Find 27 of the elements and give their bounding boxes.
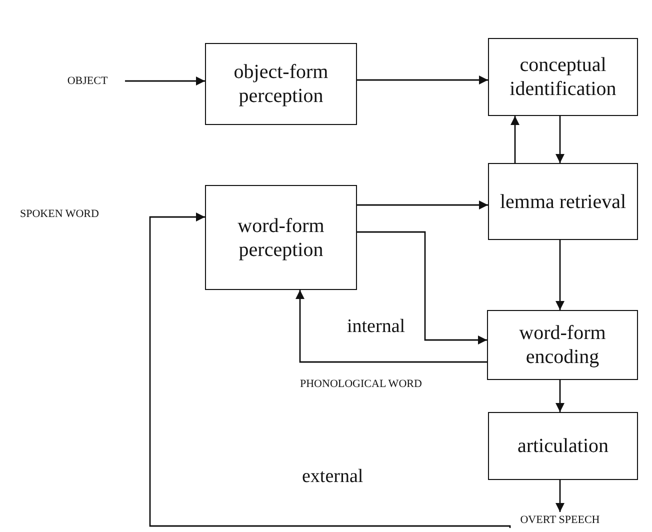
- arrow: [510, 116, 520, 163]
- arrow: [296, 290, 487, 363]
- process-box: [487, 310, 638, 380]
- box-label: lemma retrieval: [500, 190, 626, 214]
- arrow: [357, 200, 488, 210]
- box-label: object-form perception: [232, 60, 330, 108]
- arrow: [556, 380, 564, 412]
- process-box: [488, 163, 638, 240]
- process-box: [205, 43, 357, 125]
- process-box: [488, 38, 638, 116]
- arrow: [357, 76, 488, 84]
- stage-label: SPOKEN WORD: [20, 208, 99, 220]
- process-box: [205, 185, 357, 290]
- box-label: articulation: [517, 434, 609, 458]
- process-box: [488, 412, 638, 480]
- stage-label: OVERT SPEECH: [520, 514, 600, 526]
- arrow: [125, 76, 205, 86]
- arrow: [556, 480, 564, 512]
- arrow: [357, 231, 487, 344]
- arrow: [556, 116, 564, 163]
- arrow: [149, 212, 511, 529]
- box-label: word-form encoding: [518, 321, 607, 369]
- box-label: word-form perception: [236, 214, 326, 262]
- stage-label: PHONOLOGICAL WORD: [300, 378, 422, 390]
- stage-label: OBJECT: [67, 75, 108, 87]
- arrow: [556, 240, 564, 310]
- box-label: conceptual identification: [508, 53, 618, 101]
